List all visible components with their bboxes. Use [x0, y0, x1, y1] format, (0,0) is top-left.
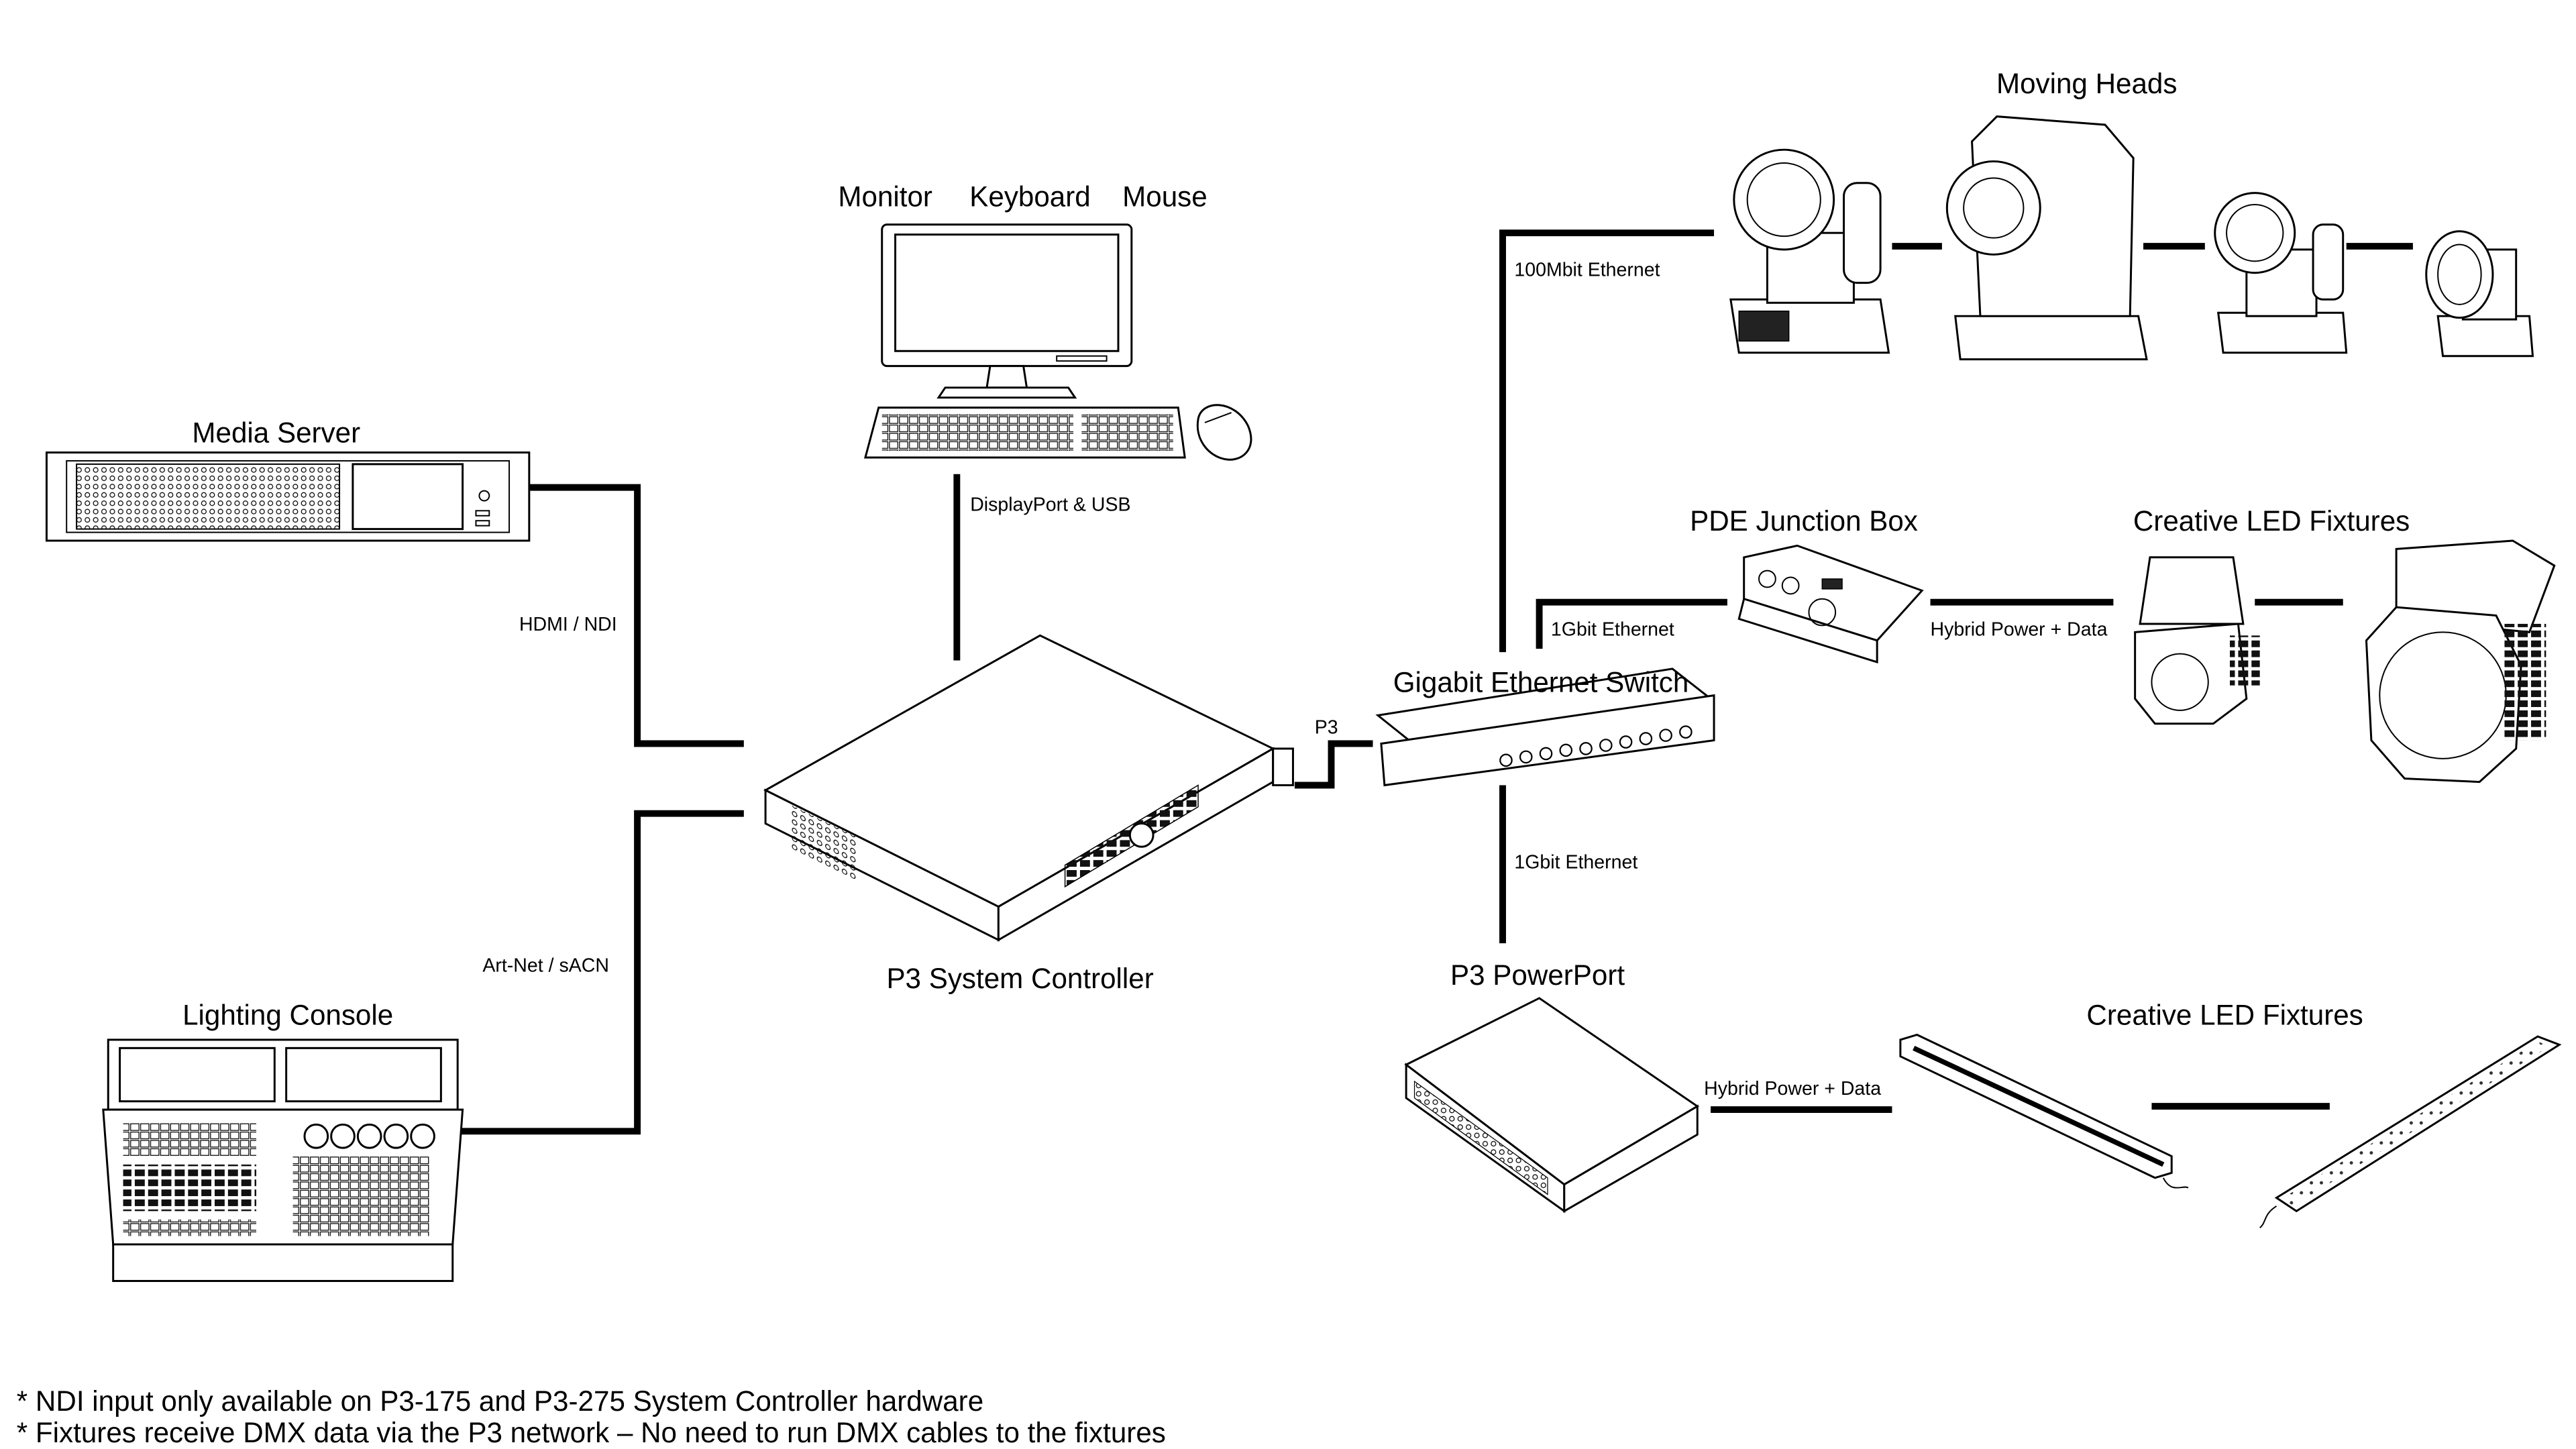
ethernet-switch-device [1375, 667, 1715, 787]
powerport-label: P3 PowerPort [1450, 959, 1625, 991]
led-bar-2 [2259, 1035, 2562, 1228]
wire-100mbit [1499, 229, 1715, 653]
ethernet-1gbit-pde-label: 1Gbit Ethernet [1551, 619, 1674, 640]
wires [458, 229, 2413, 1135]
monitor-device [881, 223, 1133, 399]
device-labels: Media Server Lighting Console Monitor Ke… [182, 68, 2410, 1031]
artnet-sacn-label: Art-Net / sACN [482, 955, 609, 976]
wire-1gbit-pde [1536, 598, 1727, 649]
creative-led-1-label: Creative LED Fixtures [2133, 505, 2410, 537]
led-fixture-large [2365, 539, 2556, 784]
pde-box-label: PDE Junction Box [1690, 505, 1918, 537]
keyboard-label: Keyboard [969, 181, 1090, 213]
mouse-label: Mouse [1122, 181, 1208, 213]
powerport-device [1404, 997, 1700, 1214]
lighting-console-device [102, 1038, 464, 1283]
lighting-console-label: Lighting Console [182, 1000, 393, 1031]
creative-led-fixtures-1 [2134, 539, 2556, 784]
wire-lighting-console [458, 810, 744, 1135]
system-controller-label: P3 System Controller [886, 963, 1153, 994]
system-controller-device [763, 634, 1294, 942]
switch-label: Gigabit Ethernet Switch [1393, 667, 1689, 698]
hdmi-ndi-label: HDMI / NDI [519, 614, 617, 635]
footnote: * Fixtures receive DMX data via the P3 n… [17, 1417, 1166, 1448]
led-bar-1 [1899, 1033, 2189, 1189]
moving-heads-devices [1729, 115, 2534, 361]
pde-junction-box-device [1737, 544, 1924, 664]
creative-led-2-label: Creative LED Fixtures [2086, 1000, 2363, 1031]
footnote: * NDI input only available on P3-175 and… [17, 1385, 983, 1417]
p3-label: P3 [1315, 717, 1338, 739]
moving-heads-label: Moving Heads [1996, 68, 2178, 99]
moving-head-2 [1945, 115, 2148, 361]
moving-head-3 [2214, 192, 2348, 354]
wire-p3 [1294, 740, 1373, 789]
media-server-device [45, 451, 531, 542]
moving-head-1 [1729, 148, 1890, 354]
keyboard-device [863, 407, 1186, 459]
displayport-usb-label: DisplayPort & USB [970, 494, 1130, 515]
creative-led-fixtures-2 [1899, 1033, 2562, 1228]
ethernet-100mbit-label: 100Mbit Ethernet [1514, 260, 1660, 281]
moving-head-4 [2425, 230, 2534, 358]
media-server-label: Media Server [192, 417, 360, 449]
wire-media-server [529, 484, 744, 747]
footnotes: * NDI input only available on P3-175 and… [17, 1385, 1166, 1448]
led-fixture-small [2134, 556, 2260, 725]
ethernet-1gbit-powerport-label: 1Gbit Ethernet [1514, 852, 1638, 873]
mouse-device [1196, 404, 1252, 461]
hybrid-powerport-label: Hybrid Power + Data [1704, 1078, 1881, 1099]
connection-labels: HDMI / NDI Art-Net / sACN DisplayPort & … [482, 260, 2107, 1099]
monitor-label: Monitor [838, 181, 932, 213]
hybrid-pde-label: Hybrid Power + Data [1931, 619, 2108, 640]
